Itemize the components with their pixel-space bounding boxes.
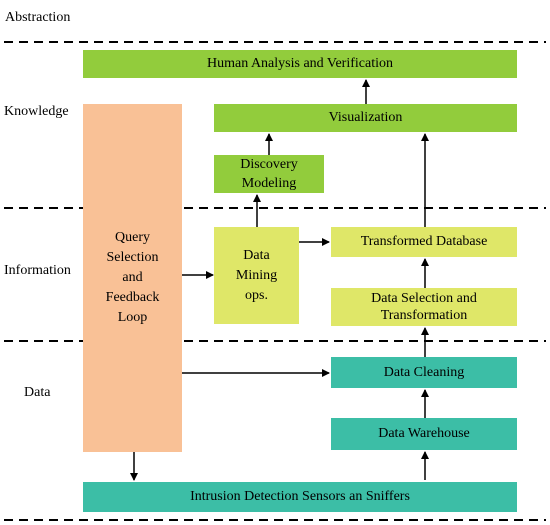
layer-label-information: Information [4, 263, 71, 278]
human-analysis-box: Human Analysis and Verification [83, 50, 517, 78]
data-cleaning-box: Data Cleaning [331, 357, 517, 388]
layer-label-abstraction: Abstraction [5, 10, 71, 25]
data-mining-box: Data Mining ops. [214, 227, 299, 324]
intrusion-detection-sensors-box: Intrusion Detection Sensors an Sniffers [83, 482, 517, 512]
transformed-database-box: Transformed Database [331, 227, 517, 257]
layer-label-data: Data [24, 385, 51, 400]
query-feedback-loop-box: Query Selection and Feedback Loop [83, 104, 182, 452]
layer-label-knowledge: Knowledge [4, 104, 69, 119]
data-warehouse-box: Data Warehouse [331, 418, 517, 450]
data-selection-transformation-box: Data Selection and Transformation [331, 288, 517, 326]
visualization-box: Visualization [214, 104, 517, 132]
discovery-modeling-box: Discovery Modeling [214, 155, 324, 193]
